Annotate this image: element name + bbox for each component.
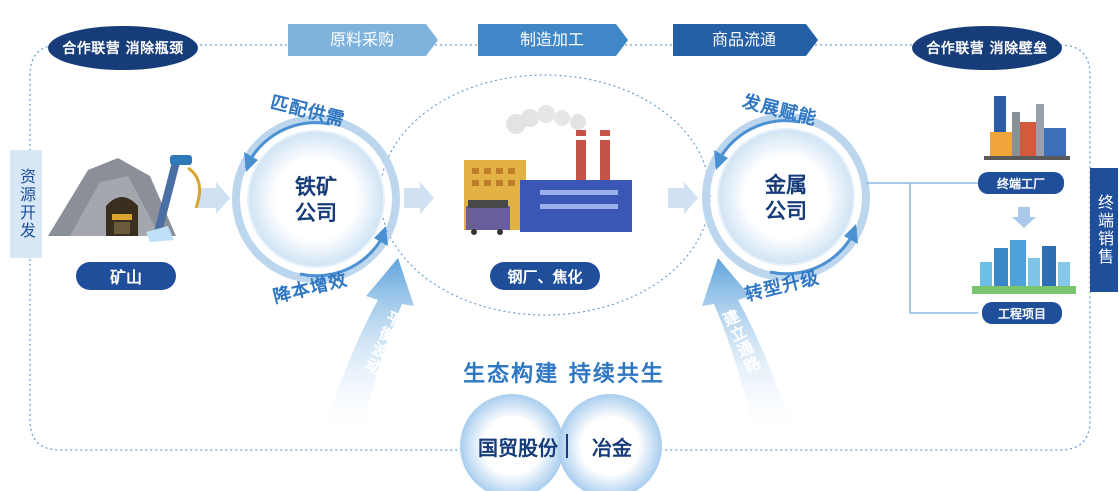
bottom-circle-left (460, 394, 564, 491)
right-up-arrow (702, 258, 796, 440)
factory-illustration (984, 96, 1070, 160)
side-label-right: 终端销售 (1090, 168, 1118, 292)
iron-ring-arrowhead-bottom (374, 226, 388, 246)
iron-company-line1: 铁矿 (295, 175, 337, 199)
flow-arrow-iron-steel (404, 182, 434, 214)
corner-title-right: 合作联营 消除壁垒 (912, 26, 1062, 70)
engineering-project-label: 工程项目 (982, 302, 1062, 324)
metal-company-line2: 公司 (765, 199, 807, 224)
iron-company-label: 铁矿 公司 (276, 174, 356, 227)
metal-ring-outer (702, 113, 870, 281)
bottom-right-label: 冶金 (592, 436, 632, 460)
iron-ring-inner (247, 130, 385, 268)
steel-label: 钢厂、焦化 (490, 262, 600, 290)
stage-chevrons (288, 24, 818, 56)
side-label-left: 资源开发 (10, 150, 42, 258)
stage-procurement: 原料采购 (329, 30, 394, 49)
stage-distribution: 商品流通 (711, 30, 776, 49)
iron-ring-arrowhead-top (244, 152, 258, 172)
bottom-circle-right (558, 394, 662, 491)
terminal-factory-label: 终端工厂 (978, 172, 1064, 194)
branch-lines (866, 182, 978, 314)
branch-down-arrow (1012, 207, 1036, 228)
flow-arrow-steel-metal (668, 182, 698, 214)
outer-loop (29, 44, 1091, 451)
stage-manufacturing: 制造加工 (519, 30, 584, 49)
metal-company-line1: 金属 (765, 173, 807, 197)
steel-plant-illustration (464, 105, 632, 235)
metal-ring-inner (717, 128, 855, 266)
flow-arrow-mine-iron (198, 182, 230, 214)
metal-ring-arrowhead-top (714, 150, 728, 170)
iron-ring-outer (232, 115, 400, 283)
bottom-divider (566, 434, 568, 458)
metal-ring-arrowhead-bottom (844, 224, 858, 244)
left-up-arrow (320, 258, 414, 440)
mine-illustration (48, 155, 202, 242)
bottom-left-label: 国贸股份 (478, 436, 558, 460)
iron-company-line2: 公司 (295, 201, 337, 226)
corner-title-left: 合作联营 消除瓶颈 (48, 26, 198, 70)
city-illustration (972, 240, 1076, 294)
metal-company-label: 金属 公司 (746, 172, 826, 225)
eco-slogan: 生态构建 持续共生 (463, 362, 665, 387)
mine-label: 矿山 (76, 262, 176, 290)
